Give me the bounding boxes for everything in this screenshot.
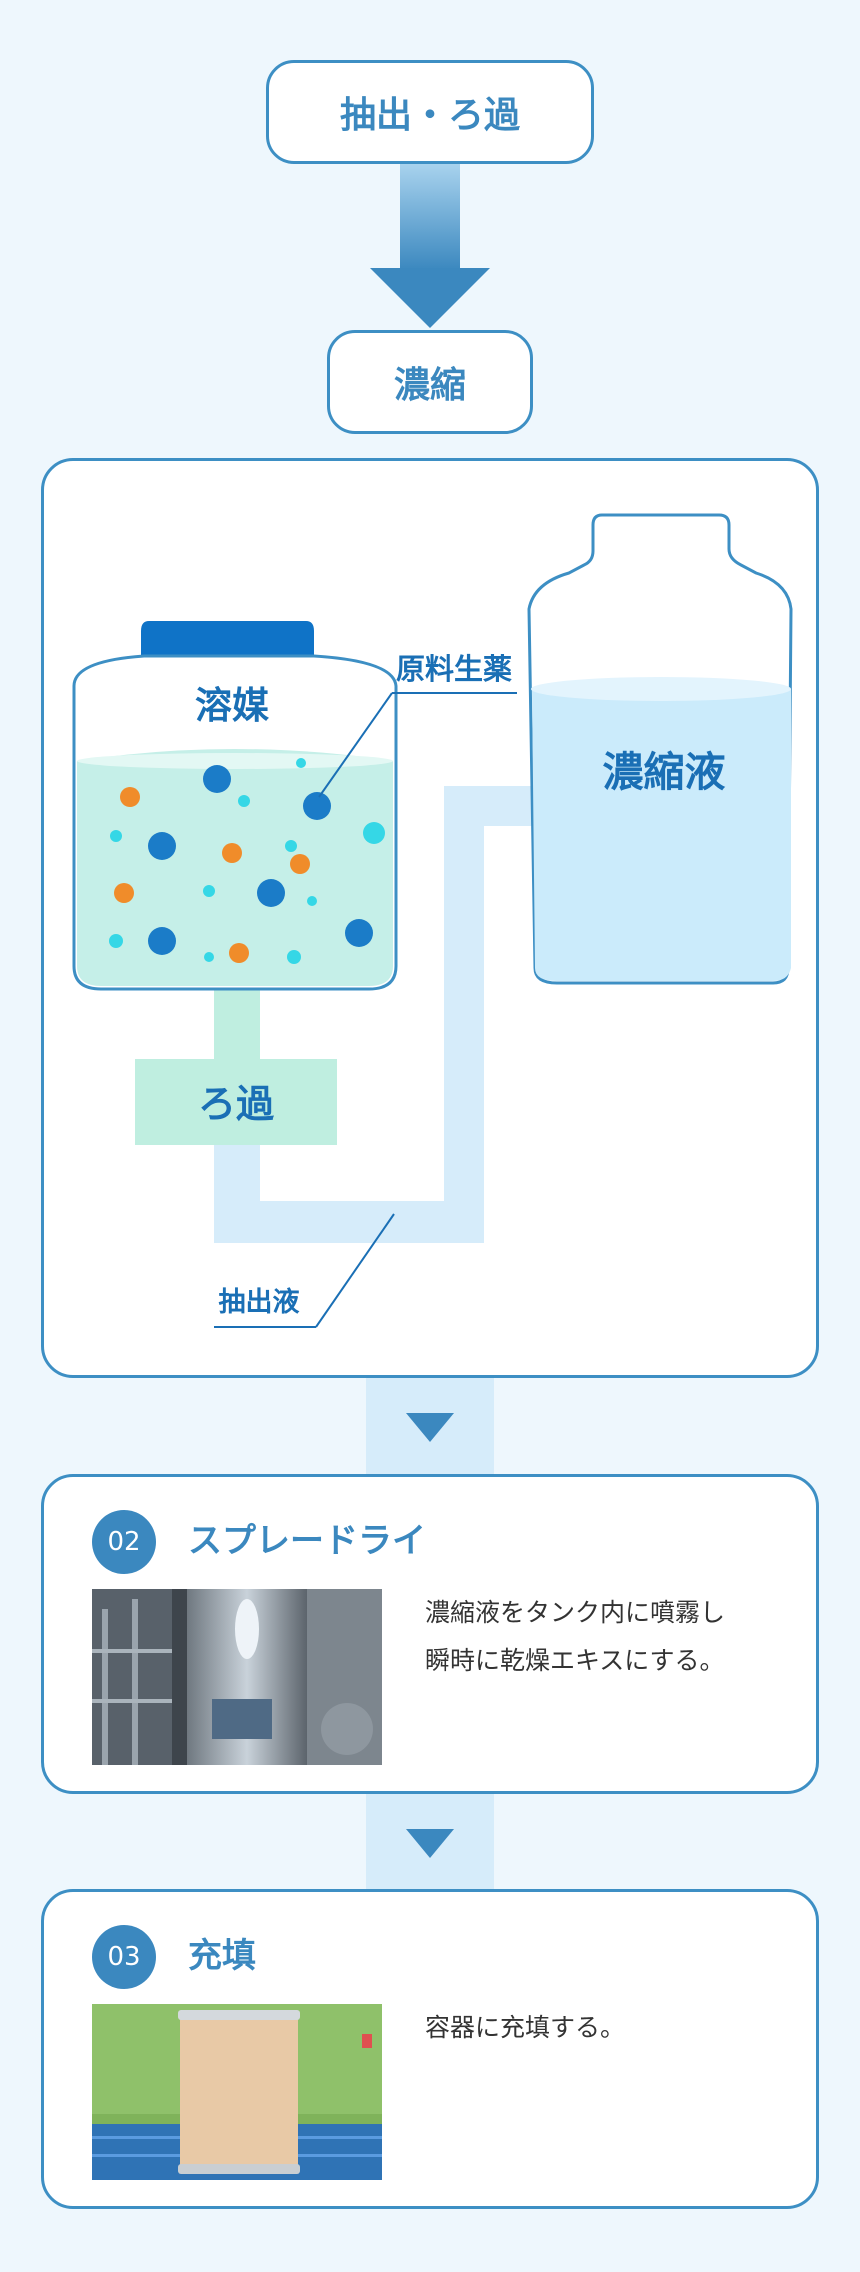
spray-dryer-photo — [92, 1589, 382, 1765]
step-concentrate-label: 濃縮 — [327, 330, 533, 434]
step-description: 容器に充填する。 — [425, 2013, 626, 2042]
step-card-spray-dry: 02 スプレードライ 濃縮液をタンク内に噴霧し 瞬時に乾燥 — [41, 1474, 819, 1794]
container-drum-photo — [92, 2004, 382, 2180]
raw-material-leader-line — [318, 692, 393, 798]
concentrate-bottle — [527, 513, 793, 985]
step-description: 濃縮液をタンク内に噴霧し 瞬時に乾燥エキスにする。 — [425, 1598, 726, 1675]
flow-connector — [366, 1378, 494, 1474]
flow-connector — [366, 1794, 494, 1889]
step-extract-filter-label: 抽出・ろ過 — [266, 60, 594, 164]
concentrate-label: 濃縮液 — [603, 748, 726, 796]
extract-liquid-leader-line — [315, 1213, 395, 1328]
raw-material-label: 原料生薬 — [396, 652, 512, 686]
filter-box — [135, 1059, 337, 1145]
step-title: 充填 — [188, 1936, 256, 1976]
pipe-bottom-horizontal — [214, 1201, 484, 1243]
down-triangle-icon — [406, 1413, 454, 1442]
step-title: スプレードライ — [188, 1521, 426, 1561]
pipe-top-horizontal — [444, 786, 534, 826]
particles — [109, 758, 385, 964]
flow-arrow-down — [370, 163, 490, 328]
pipe-up — [444, 786, 484, 1243]
solvent-label: 溶媒 — [195, 684, 270, 727]
filter-label: ろ過 — [198, 1082, 275, 1126]
step-card-filling: 03 充填 容器に充填する。 — [41, 1889, 819, 2209]
step-number-badge: 02 — [92, 1510, 156, 1574]
concentration-diagram: 溶媒 原料生薬 ろ過 抽出液 濃縮液 — [72, 513, 793, 1328]
down-triangle-icon — [406, 1829, 454, 1858]
step-number-badge: 03 — [92, 1925, 156, 1989]
concentration-diagram-card: 溶媒 原料生薬 ろ過 抽出液 濃縮液 — [41, 458, 819, 1378]
extract-liquid-label: 抽出液 — [219, 1287, 300, 1318]
